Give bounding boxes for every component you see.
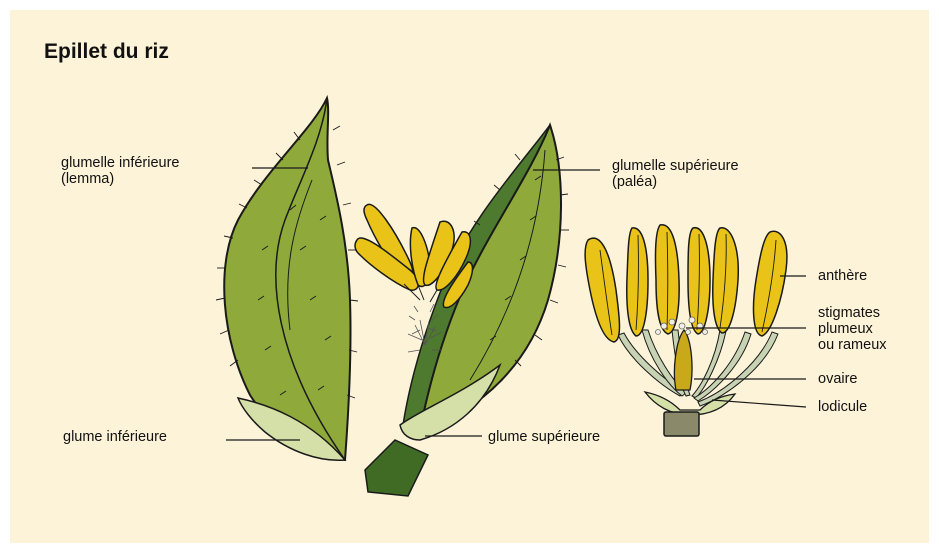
label-stigmates-line3: ou rameux (818, 337, 887, 353)
diagram-title: Epillet du riz (44, 40, 169, 64)
label-lemma-line2: (lemma) (61, 171, 179, 187)
label-ovaire: ovaire (818, 371, 858, 387)
label-palea-line2: (paléa) (612, 174, 739, 190)
label-stigmates: stigmates plumeux ou rameux (818, 305, 887, 353)
label-lodicule: lodicule (818, 399, 867, 415)
label-stigmates-line1: stigmates (818, 305, 887, 321)
label-lemma-line1: glumelle inférieure (61, 155, 179, 171)
flower-detail-illustration (585, 225, 787, 436)
label-anthere: anthère (818, 268, 867, 284)
label-glume-superieure: glume supérieure (488, 429, 600, 445)
label-palea-line1: glumelle supérieure (612, 158, 739, 174)
label-lemma: glumelle inférieure (lemma) (61, 155, 179, 187)
label-stigmates-line2: plumeux (818, 321, 887, 337)
label-palea: glumelle supérieure (paléa) (612, 158, 739, 190)
label-glume-inferieure: glume inférieure (63, 429, 167, 445)
lemma-illustration (216, 98, 358, 460)
